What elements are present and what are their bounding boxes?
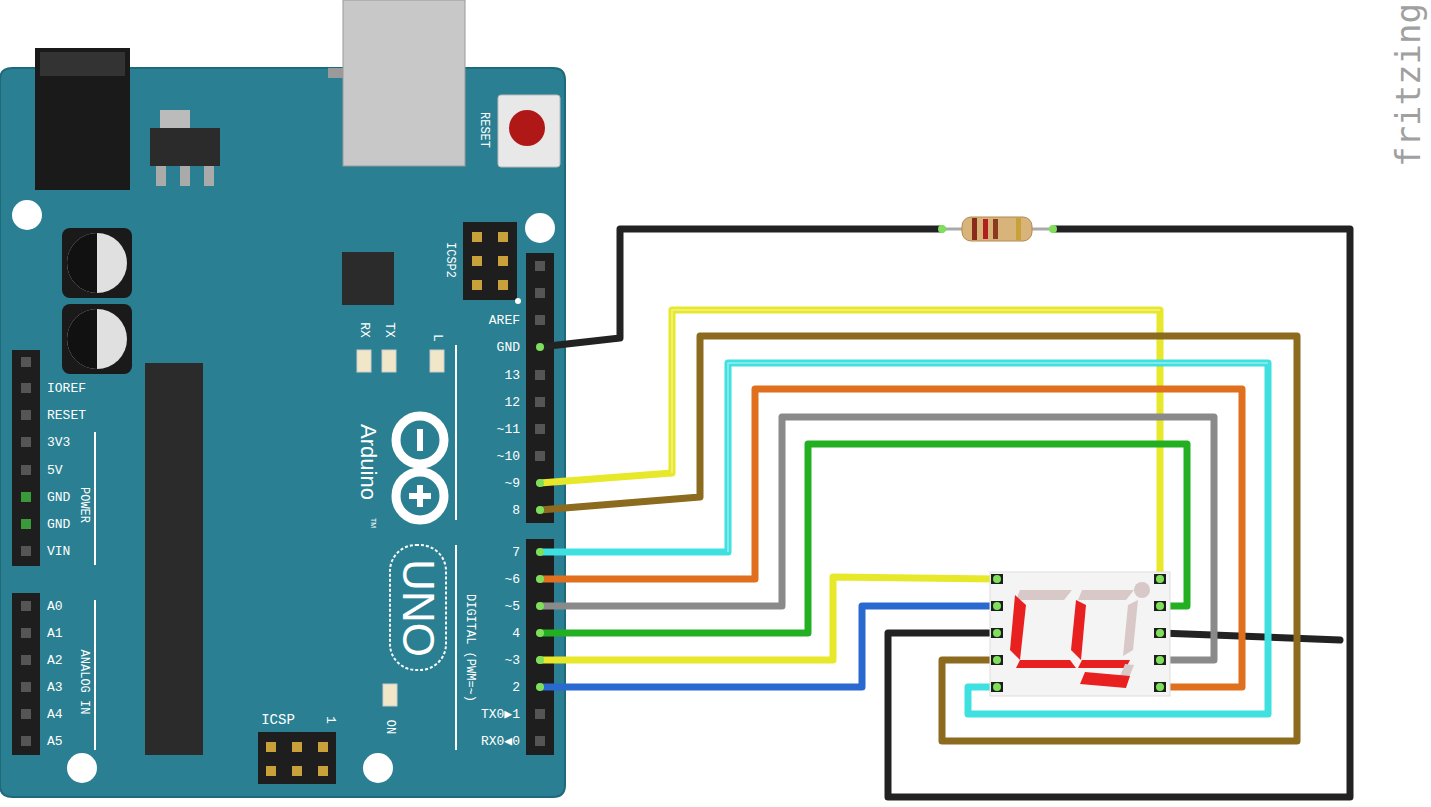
pin-label: ~3 [504, 654, 520, 667]
pin-label: A4 [47, 708, 63, 721]
digital-header [526, 539, 554, 755]
power-jack-top [40, 52, 125, 76]
mounting-hole [363, 753, 393, 783]
trademark: TM [370, 518, 377, 528]
pin-label: A1 [47, 627, 63, 640]
header-label: ANALOG IN [78, 650, 90, 715]
usb-chip [342, 252, 394, 305]
pin-label: 2 [512, 681, 520, 694]
pin-label: TX0▶1 [481, 708, 520, 721]
resistor-symbol [962, 217, 1032, 241]
header-label: POWER [78, 487, 90, 523]
led-label: ON [384, 720, 396, 734]
pin-label: 5V [47, 464, 63, 477]
connection-dot [536, 225, 1164, 691]
regulator-tab [160, 110, 190, 128]
pin-label: ~5 [504, 600, 520, 613]
logo-minus [417, 429, 423, 451]
header-label: ICSP [261, 713, 295, 727]
led-label: L [431, 334, 444, 342]
pin-label: A3 [47, 681, 63, 694]
analog-header [12, 593, 40, 755]
capacitor-mark [67, 309, 97, 369]
seven-segment-display [990, 572, 1170, 696]
display-pin [991, 574, 1166, 692]
pin-label: VIN [47, 545, 70, 558]
reset-cap [509, 110, 545, 146]
logo-plus [409, 493, 431, 499]
silkscreen-line [95, 345, 456, 750]
pin-number: 1 [324, 716, 337, 724]
pin-label: 3V3 [47, 436, 70, 449]
mounting-hole [67, 753, 97, 783]
led-label: RX [358, 322, 371, 338]
regulator-pin [180, 166, 190, 186]
pin-label: A0 [47, 600, 63, 613]
icsp-header [258, 732, 336, 784]
capacitor-mark [67, 233, 97, 293]
l-led [430, 350, 444, 372]
pin-label: A5 [47, 735, 63, 748]
arduino-logo [396, 416, 444, 520]
display-segment [1010, 582, 1150, 688]
on-led [383, 684, 397, 706]
capacitor [62, 228, 132, 298]
icsp2-header [463, 222, 517, 300]
pin-label: ~10 [497, 450, 520, 463]
usb-tab [328, 68, 343, 78]
uno-outline [390, 545, 446, 670]
pin-label: 13 [504, 369, 520, 382]
capacitor-top [67, 233, 127, 293]
power-jack [35, 48, 130, 190]
pin1-dot [515, 298, 521, 304]
rx-led [357, 350, 371, 372]
pin-label: AREF [489, 314, 520, 327]
pin-label: ~9 [504, 477, 520, 490]
model-name: UNO [396, 559, 440, 657]
pin-label: 7 [512, 546, 520, 559]
capacitor [62, 304, 132, 374]
pin-label: GND [497, 341, 520, 354]
led-label: TX [383, 322, 396, 338]
wire-highlight [672, 310, 1268, 552]
microcontroller-chip [145, 363, 203, 755]
capacitor-top [67, 309, 127, 369]
pin-label: GND [47, 518, 70, 531]
regulator [150, 128, 220, 166]
tx-led [382, 350, 396, 372]
reset-button [498, 95, 560, 167]
usb-port [343, 0, 465, 166]
header-label: ICSP2 [444, 242, 456, 278]
mounting-hole [525, 213, 555, 243]
header-label: DIGITAL (PWM=~) [464, 594, 476, 702]
pin-label: ~11 [497, 423, 520, 436]
pin-label: IOREF [47, 382, 86, 395]
pin-label: ~6 [504, 573, 520, 586]
watermark: fritzing [1391, 3, 1425, 167]
wire [540, 229, 1350, 797]
pin-label: RESET [47, 409, 86, 422]
pin-label: RX0◀0 [481, 735, 520, 748]
mounting-hole [12, 200, 42, 230]
brand-name: Arduino [357, 424, 379, 500]
pin-label: A2 [47, 654, 63, 667]
pin-label: GND [47, 491, 70, 504]
regulator-pin [204, 166, 214, 186]
pin-label: 4 [512, 627, 520, 640]
pin-label: 12 [504, 396, 520, 409]
regulator-pin [156, 166, 166, 186]
pin-label: 8 [512, 504, 520, 517]
button-label: RESET [478, 112, 490, 148]
power-header [12, 350, 40, 566]
